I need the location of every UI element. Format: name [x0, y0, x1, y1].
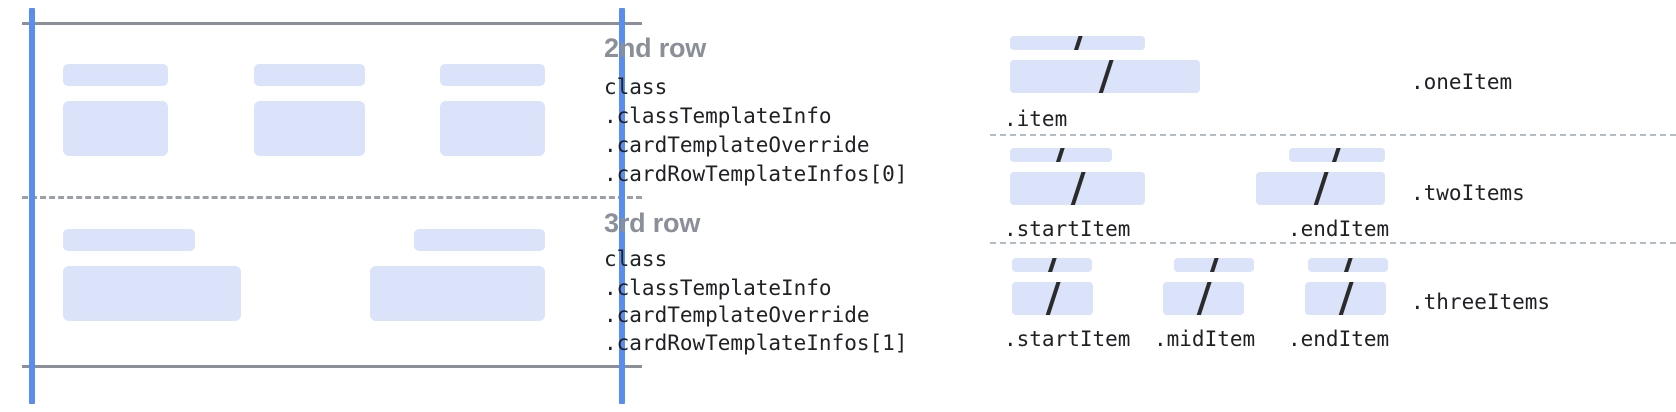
item-caption: .startItem — [1004, 327, 1131, 351]
row-code-line: .cardTemplateOverride — [604, 133, 870, 157]
slash-icon — [1196, 282, 1212, 315]
skeleton-body-bar — [440, 101, 545, 156]
layout-separator — [990, 134, 1676, 136]
item-body-bar — [1012, 282, 1093, 315]
skeleton-body-bar — [370, 266, 545, 321]
slash-icon — [1098, 60, 1114, 93]
item-caption: .startItem — [1004, 217, 1131, 241]
slash-icon — [1313, 172, 1329, 205]
item-body-bar — [1256, 172, 1385, 205]
row-title: 3rd row — [604, 208, 701, 238]
skeleton-label-bar — [63, 64, 168, 86]
skeleton-body-bar — [254, 101, 365, 156]
item-label-bar — [1010, 148, 1112, 162]
item-caption: .endItem — [1288, 217, 1390, 241]
slash-icon — [1208, 258, 1220, 272]
item-body-bar — [1010, 172, 1145, 205]
left-margin-guide — [29, 8, 35, 404]
slash-icon — [1338, 282, 1354, 315]
skeleton-label-bar — [254, 64, 365, 86]
right-margin-guide — [619, 8, 625, 404]
bottom-boundary-rule — [22, 365, 642, 368]
slash-icon — [1046, 258, 1058, 272]
slash-icon — [1045, 282, 1061, 315]
slash-icon — [1072, 36, 1084, 50]
row-code-line: .cardTemplateOverride — [604, 303, 870, 327]
item-caption: .endItem — [1288, 327, 1390, 351]
slash-icon — [1070, 172, 1086, 205]
slash-icon — [1342, 258, 1354, 272]
row-code-line: .cardRowTemplateInfos[1] — [604, 331, 908, 355]
row-code-line: .classTemplateInfo — [604, 104, 832, 128]
row-code-line: .cardRowTemplateInfos[0] — [604, 162, 908, 186]
skeleton-label-bar — [440, 64, 545, 86]
skeleton-body-bar — [63, 266, 241, 321]
layout-group-label: .threeItems — [1411, 290, 1551, 314]
layout-separator — [990, 242, 1676, 244]
row-title: 2nd row — [604, 33, 707, 63]
skeleton-label-bar — [63, 229, 195, 251]
layout-group-label: .oneItem — [1411, 70, 1513, 94]
row-divider-rule — [22, 196, 642, 199]
row-code-line: class — [604, 75, 668, 99]
layout-group-label: .twoItems — [1411, 181, 1525, 205]
skeleton-label-bar — [414, 229, 545, 251]
item-body-bar — [1305, 282, 1386, 315]
row-code-line: class — [604, 247, 668, 271]
row-code-line: .classTemplateInfo — [604, 276, 832, 300]
slash-icon — [1330, 148, 1342, 162]
item-label-bar — [1289, 148, 1385, 162]
item-label-bar — [1174, 258, 1254, 272]
top-boundary-rule — [22, 22, 642, 25]
item-body-bar — [1163, 282, 1244, 315]
item-label-bar — [1308, 258, 1388, 272]
skeleton-body-bar — [63, 101, 168, 156]
slash-icon — [1054, 148, 1066, 162]
item-caption: .midItem — [1154, 327, 1256, 351]
item-caption: .item — [1004, 107, 1068, 131]
item-label-bar — [1010, 36, 1145, 50]
item-body-bar — [1010, 60, 1200, 93]
item-label-bar — [1012, 258, 1092, 272]
